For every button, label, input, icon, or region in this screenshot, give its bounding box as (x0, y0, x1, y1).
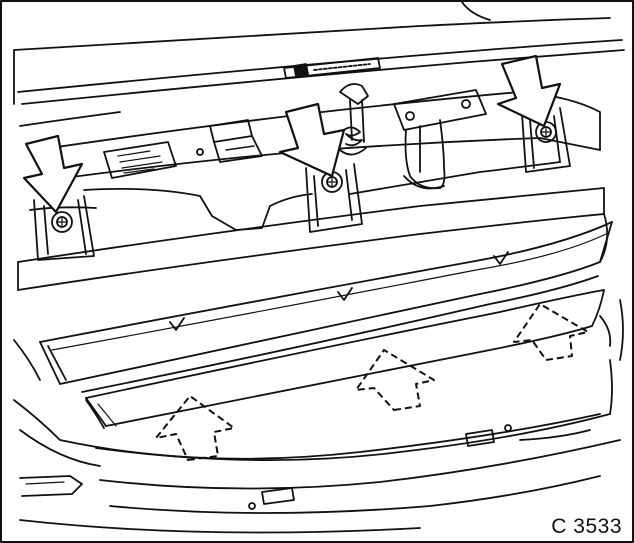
mount-tab-right (521, 107, 571, 173)
grille-bars (39, 221, 613, 429)
bonnet-edge-lines (13, 1, 625, 127)
screw-left (51, 211, 73, 233)
lower-panel (13, 299, 624, 534)
mount-tab-left (33, 195, 95, 261)
release-lever (339, 83, 369, 156)
latch-boss (196, 119, 263, 163)
grille-notches (169, 251, 509, 331)
emblem-plate (283, 57, 381, 79)
hidden-clip-arrow-right (513, 303, 589, 361)
figure-code: C 3533 (551, 515, 622, 538)
callout-arrow-right (496, 54, 562, 128)
mount-tab-middle (305, 163, 363, 233)
hidden-clip-arrow-left (155, 395, 235, 461)
grille-upper-frame (17, 187, 609, 291)
hidden-clip-arrow-middle (355, 349, 435, 411)
latch-plate (393, 89, 487, 190)
instruction-label (103, 141, 177, 179)
callout-arrow-middle (278, 102, 346, 178)
callout-arrow-left (22, 134, 84, 214)
